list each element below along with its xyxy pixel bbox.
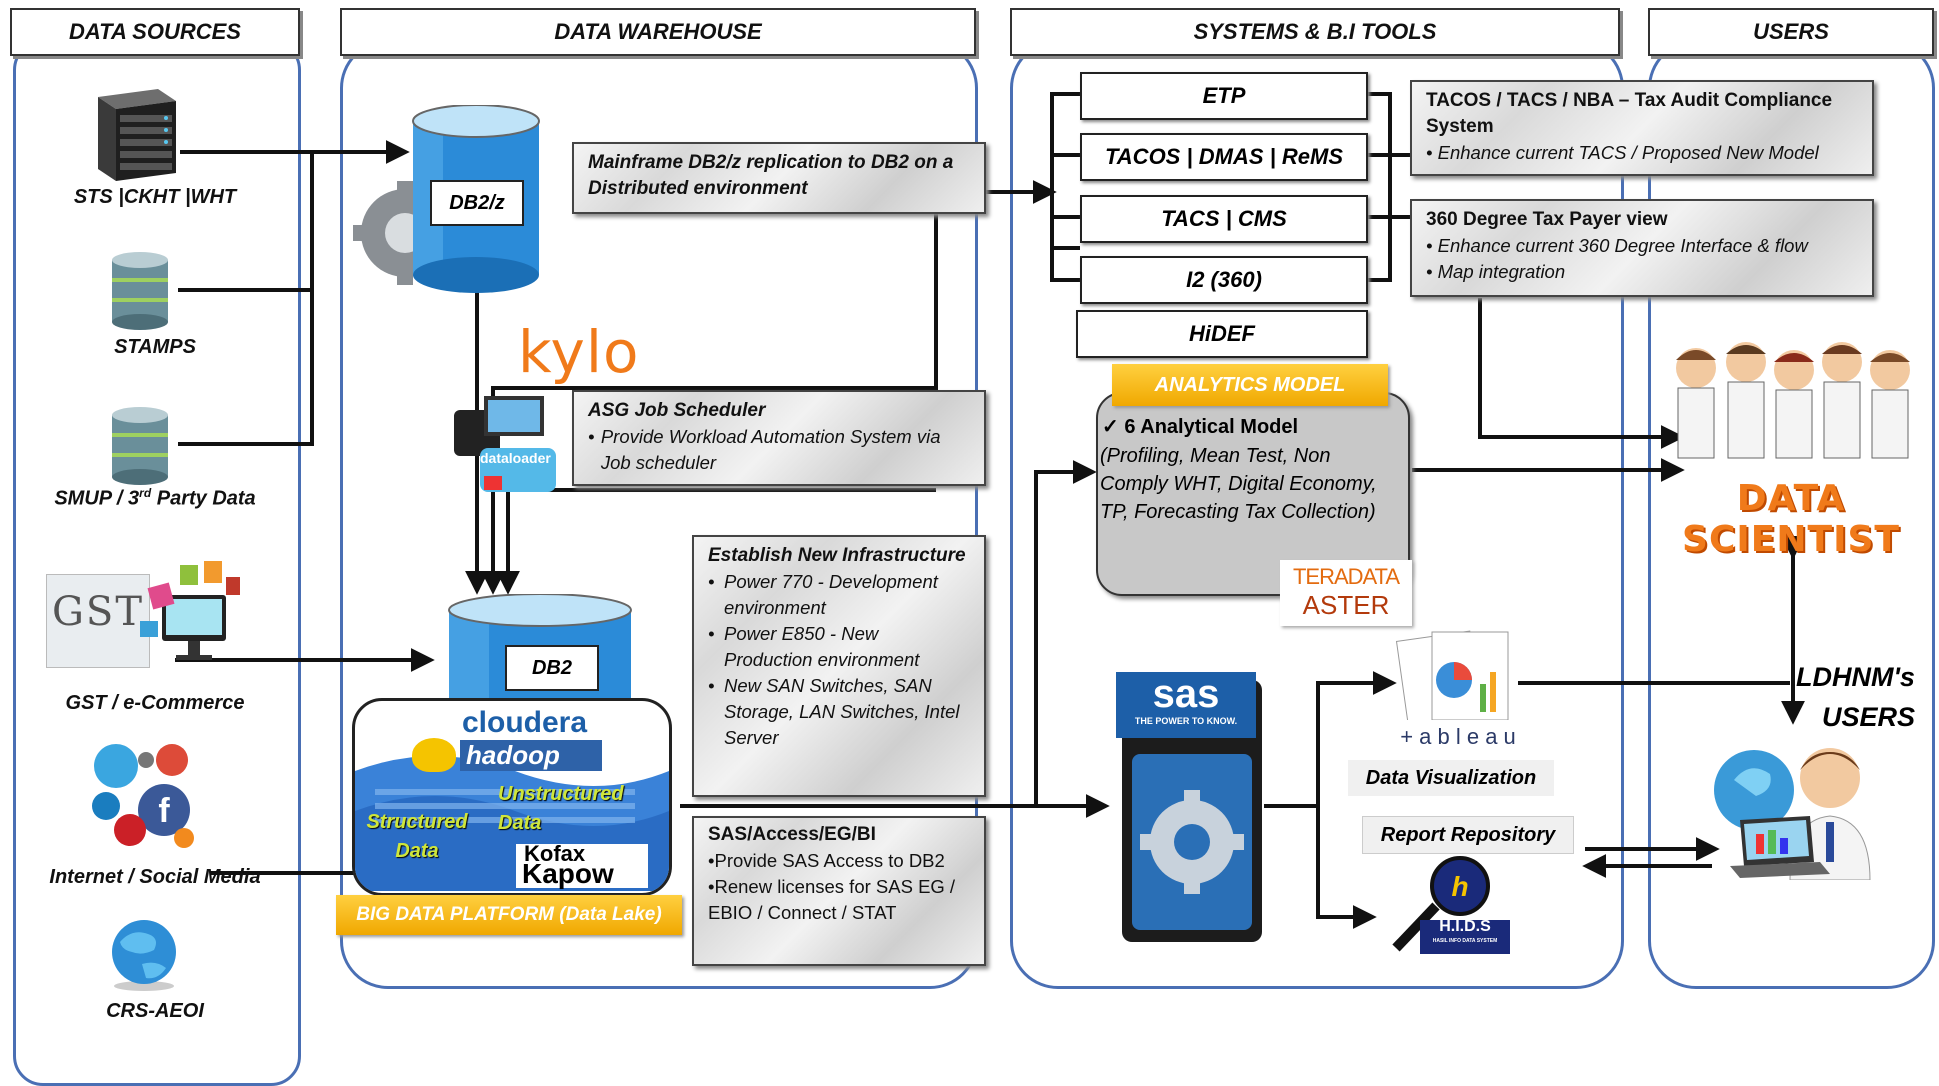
ecommerce-icon	[140, 561, 240, 660]
replication-text: Mainframe DB2/z replication to DB2 on a …	[588, 152, 954, 199]
tableau-logo: + a b l e a u	[1370, 720, 1546, 754]
kofax-kapow-logo: Kofax Kapow	[516, 841, 648, 889]
sas-logo-text: sas	[1152, 672, 1220, 716]
report-repository-label: Report Repository	[1362, 816, 1574, 854]
aster-text: ASTER	[1302, 590, 1390, 620]
dataloader-label: dataloader	[480, 450, 551, 466]
kapow-text: Kapow	[522, 858, 614, 889]
asg-scheduler-note: ASG Job Scheduler • Provide Workload Aut…	[572, 390, 986, 486]
gst-logo-text: GST	[51, 589, 145, 635]
hids-label: H.I.D.S	[1439, 918, 1491, 935]
sas-tagline: THE POWER TO KNOW.	[1134, 716, 1238, 726]
infra-item-3-text: New SAN Switches, SAN Storage, LAN Switc…	[724, 675, 960, 748]
system-etp: ETP	[1080, 72, 1368, 120]
asg-item: • Provide Workload Automation System via…	[588, 424, 970, 476]
analytics-model-header: ANALYTICS MODEL	[1112, 364, 1388, 406]
dataloader-icon	[454, 396, 556, 492]
database-icon-stamps	[112, 252, 168, 330]
infra-bullet-2: •	[708, 623, 715, 644]
hids-sublabel: HASIL INFO DATA SYSTEM	[1432, 938, 1498, 944]
svg-text:f: f	[158, 792, 170, 830]
source-internet-label: Internet / Social Media	[49, 866, 261, 888]
source-gst-label: GST / e-Commerce	[65, 692, 245, 714]
svg-text:h: h	[1451, 871, 1468, 902]
user-with-laptop-icon	[1714, 748, 1871, 880]
view-item-1: • Enhance current 360 Degree Interface &…	[1426, 235, 1808, 256]
kylo-logo: kylo	[518, 318, 640, 386]
system-i2-360: I2 (360)	[1080, 256, 1368, 304]
data-scientists-icon	[1676, 342, 1910, 459]
connector-lines	[175, 92, 1805, 929]
tacos-title: TACOS / TACS / NBA – Tax Audit Complianc…	[1426, 90, 1833, 137]
ldhnm-users-label: USERS	[1822, 702, 1916, 733]
header-data-sources: DATA SOURCES	[10, 8, 300, 56]
infra-item-3: • New SAN Switches, SAN Storage, LAN Swit…	[708, 673, 970, 751]
sas-server-icon	[1122, 680, 1262, 942]
asg-title: ASG Job Scheduler	[588, 400, 766, 421]
system-hidef: HiDEF	[1076, 310, 1368, 358]
tacos-item: • Enhance current TACS / Proposed New Mo…	[1426, 142, 1819, 163]
tableau-report-icon	[1395, 630, 1509, 726]
asg-bullet: •	[588, 426, 595, 447]
social-media-icon: f	[92, 744, 194, 848]
smup-text-b: Party Data	[151, 487, 256, 510]
server-icon	[98, 89, 176, 181]
source-crs-label: CRS-AEOI	[106, 1000, 204, 1022]
taxpayer-360-note: 360 Degree Tax Payer view • Enhance curr…	[1410, 199, 1874, 297]
elephant-icon	[412, 738, 456, 772]
analytics-model-title: ✓ 6 Analytical Model	[1102, 416, 1299, 438]
infra-item-1-text: Power 770 - Development environment	[724, 571, 938, 618]
big-data-platform-label: BIG DATA PLATFORM (Data Lake)	[336, 895, 682, 935]
source-stamps-label: STAMPS	[114, 336, 196, 358]
infra-item-2: • Power E850 - New Production environment	[708, 621, 970, 673]
infra-title: Establish New Infrastructure	[708, 545, 966, 566]
replication-note: Mainframe DB2/z replication to DB2 on a …	[572, 142, 986, 214]
header-users: USERS	[1648, 8, 1934, 56]
structured-data-label: Structured Data	[366, 811, 468, 862]
db2z-label: DB2/z	[430, 180, 524, 226]
infra-item-1: • Power 770 - Development environment	[708, 569, 970, 621]
view-title: 360 Degree Tax Payer view	[1426, 209, 1668, 230]
sas-access-title: SAS/Access/EG/BI	[708, 824, 876, 845]
unstructured-data-label: Unstructured Data	[498, 783, 624, 834]
smup-text-a: SMUP / 3	[54, 487, 140, 510]
infra-bullet-3: •	[708, 675, 715, 696]
header-data-warehouse: DATA WAREHOUSE	[340, 8, 976, 56]
tacos-note: TACOS / TACS / NBA – Tax Audit Complianc…	[1410, 80, 1874, 176]
infra-bullet-1: •	[708, 571, 715, 592]
data-scientist-label: DATA SCIENTIST	[1682, 478, 1900, 560]
globe-icon	[112, 920, 176, 991]
hids-magnifier-icon: h	[1392, 856, 1510, 954]
database-icon-smup	[112, 407, 168, 485]
source-smup-label: SMUP / 3rd Party Data	[30, 486, 280, 511]
teradata-aster-logo: TERADATA ASTER	[1280, 560, 1412, 626]
gst-logo: GST	[46, 574, 150, 668]
ldhnm-label: LDHNM's	[1796, 662, 1915, 693]
infra-item-2-text: Power E850 - New Production environment	[724, 623, 920, 670]
db2-label: DB2	[505, 645, 599, 691]
kofax-text: Kofax	[524, 841, 586, 866]
teradata-text: TERADATA	[1292, 564, 1400, 589]
system-tacs-cms: TACS | CMS	[1080, 195, 1368, 243]
asg-item-text: Provide Workload Automation System via J…	[600, 426, 941, 473]
infrastructure-note: Establish New Infrastructure • Power 770 …	[692, 535, 986, 797]
source-sts-label: STS |CKHT |WHT	[73, 186, 237, 208]
analytics-model-body: (Profiling, Mean Test, Non Comply WHT, D…	[1100, 445, 1377, 523]
system-tacos-dmas-rems: TACOS | DMAS | ReMS	[1080, 133, 1368, 181]
data-visualization-label: Data Visualization	[1348, 760, 1554, 796]
sas-access-item-1: •Provide SAS Access to DB2	[708, 850, 945, 871]
header-systems-bi-tools: SYSTEMS & B.I TOOLS	[1010, 8, 1620, 56]
smup-text-sup: rd	[139, 486, 152, 500]
cloudera-logo: cloudera	[462, 706, 588, 739]
view-item-2: • Map integration	[1426, 261, 1566, 282]
sas-logo: sas THE POWER TO KNOW.	[1116, 672, 1256, 738]
hadoop-logo: hadoop	[460, 740, 602, 771]
sas-access-item-2: •Renew licenses for SAS EG / EBIO / Conn…	[708, 876, 956, 923]
sas-access-note: SAS/Access/EG/BI •Provide SAS Access to …	[692, 816, 986, 966]
